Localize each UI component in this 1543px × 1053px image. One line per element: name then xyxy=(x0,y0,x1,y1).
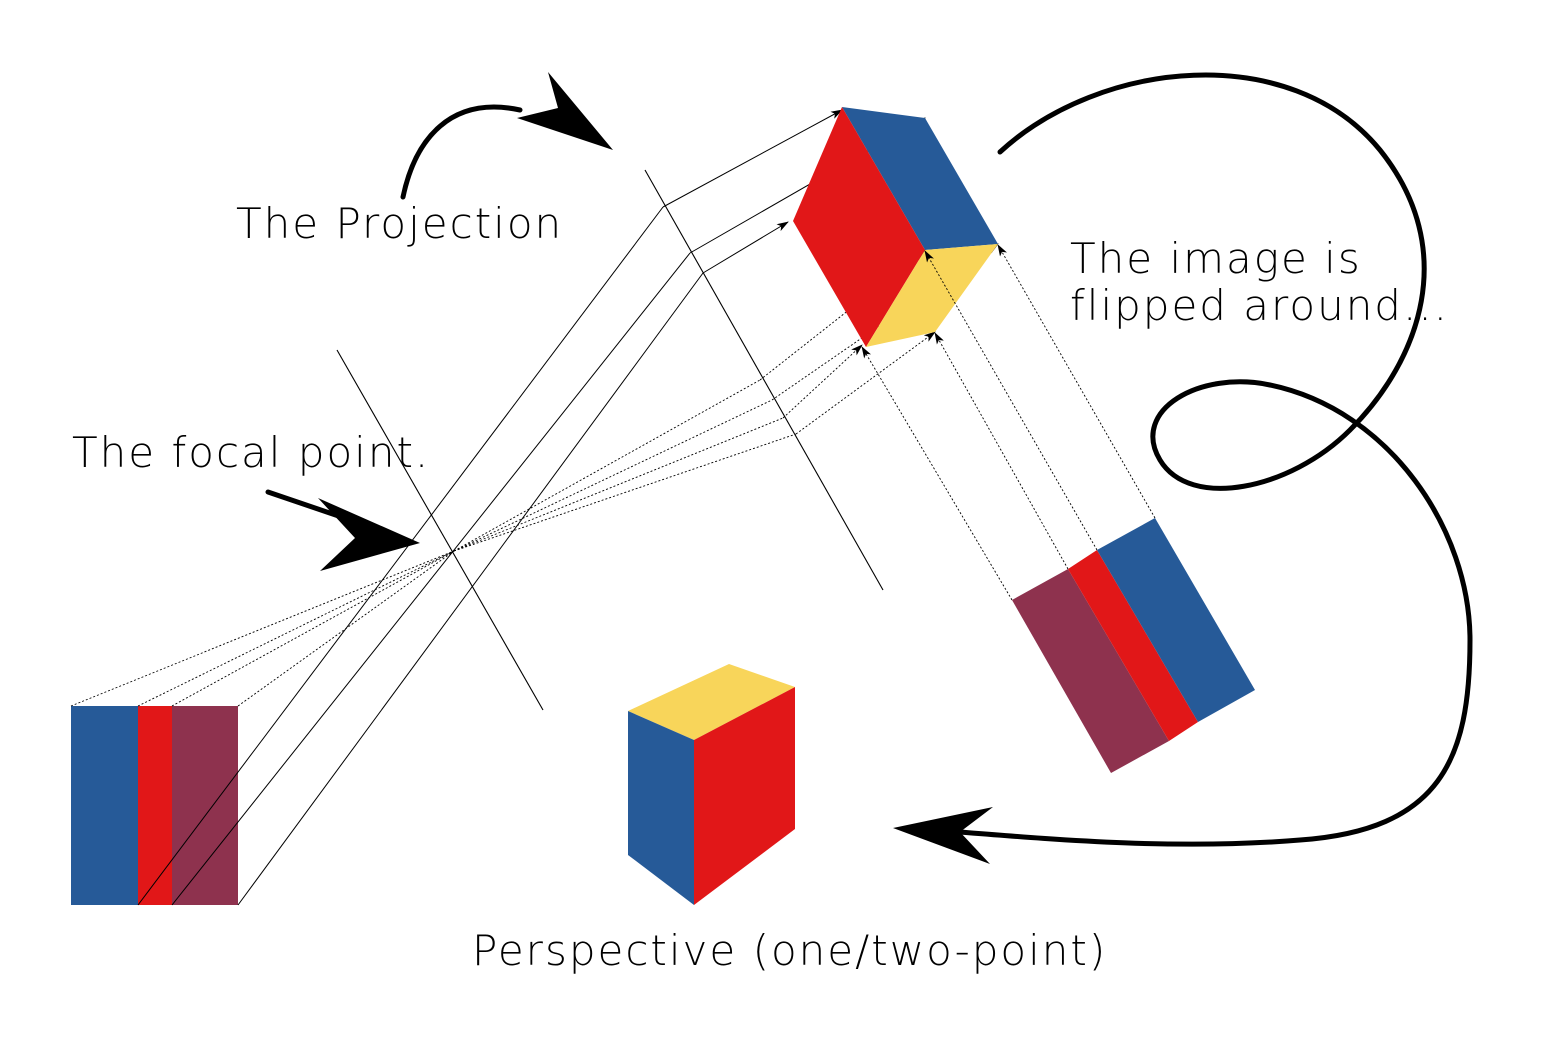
projection-plane-line xyxy=(644,169,884,591)
projected-blue-face xyxy=(842,107,998,250)
source-red-band xyxy=(138,706,172,905)
source-blue-band xyxy=(71,706,138,905)
flipped-label-line2: flipped around... xyxy=(1070,281,1450,330)
return-dotted-arrows xyxy=(861,244,1156,601)
projected-yellow-face xyxy=(866,244,998,347)
focal-point-label: The focal point. xyxy=(72,428,431,477)
loop-arrow xyxy=(893,72,1473,864)
solid-rays xyxy=(137,206,704,906)
rotated-maroon-band xyxy=(1012,569,1169,773)
focal-point-arrow xyxy=(265,489,420,571)
dotted-rays-to-plane xyxy=(453,379,797,552)
projection-label: The Projection xyxy=(236,199,564,248)
perspective-box xyxy=(628,664,795,905)
rotated-red-band xyxy=(1068,550,1198,741)
perspective-top-face xyxy=(628,664,795,740)
projection-curved-arrow xyxy=(400,72,613,200)
source-image xyxy=(71,706,238,905)
perspective-label: Perspective (one/two-point) xyxy=(472,926,1108,975)
rotated-blue-band xyxy=(1097,518,1255,722)
picture-plane-line xyxy=(336,349,544,711)
rotated-strip xyxy=(1012,518,1255,773)
projected-box xyxy=(793,107,998,347)
perspective-left-face xyxy=(628,711,694,905)
source-maroon-band xyxy=(172,706,238,905)
dotted-rays-to-focal xyxy=(70,550,455,707)
flipped-label-line1: The image is xyxy=(1070,234,1362,283)
projected-red-face xyxy=(793,107,925,347)
perspective-right-face xyxy=(694,687,795,905)
